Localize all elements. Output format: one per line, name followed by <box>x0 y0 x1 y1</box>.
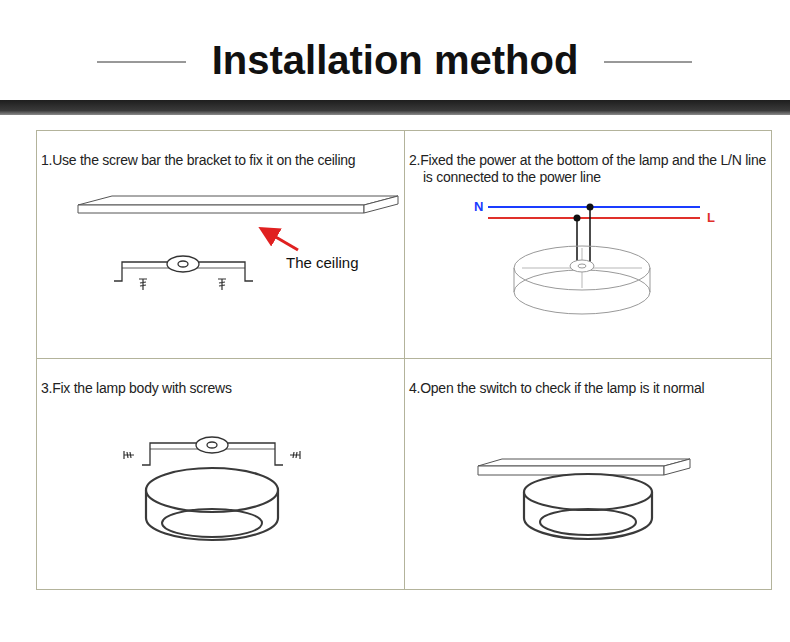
screw <box>124 451 300 459</box>
power-line <box>488 206 700 208</box>
lamp-wireframe <box>514 268 515 292</box>
title-rule <box>604 62 692 63</box>
screw <box>218 279 226 290</box>
ceiling-slab <box>478 459 690 475</box>
lamp-wireframe <box>578 264 586 268</box>
title-rule <box>97 62 186 63</box>
step-text: 1.Use the screw bar the bracket to fix i… <box>37 131 404 169</box>
screw <box>139 279 226 290</box>
ceiling-slab <box>664 459 690 475</box>
bracket <box>196 437 228 453</box>
step-panel: 4.Open the switch to check if the lamp i… <box>404 358 772 590</box>
wire-name: L <box>707 210 715 225</box>
screw <box>139 279 147 290</box>
lamp-wireframe <box>514 246 650 314</box>
bracket <box>142 437 283 465</box>
ceiling-slab <box>364 196 398 213</box>
header-bar <box>0 100 790 115</box>
bracket <box>167 256 199 272</box>
screw <box>124 451 134 459</box>
lamp-wireframe <box>570 260 594 272</box>
step-text: 2.Fixed the power at the bottom of the l… <box>405 131 771 186</box>
ceiling-slab <box>78 196 398 213</box>
callout-label: The ceiling <box>286 254 359 271</box>
lamp-body <box>524 474 652 539</box>
lamp-wireframe <box>650 268 651 292</box>
pointer-arrow <box>262 229 298 250</box>
wire-name: N <box>474 199 483 214</box>
ceiling-slab <box>78 205 364 213</box>
power-line <box>589 207 591 262</box>
lamp-body <box>146 468 278 540</box>
bracket <box>114 256 253 281</box>
power-line <box>488 204 700 263</box>
lamp-body <box>540 509 636 535</box>
bracket <box>178 261 188 267</box>
ceiling-slab <box>478 459 690 466</box>
step-panel: 3.Fix the lamp body with screws <box>36 358 405 590</box>
step-text: 3.Fix the lamp body with screws <box>37 359 404 397</box>
pointer-arrow <box>262 229 298 250</box>
step-panel: 1.Use the screw bar the bracket to fix i… <box>36 130 405 359</box>
step-text: 4.Open the switch to check if the lamp i… <box>405 359 771 397</box>
page-title: Installation method <box>0 38 790 83</box>
power-line <box>488 217 700 219</box>
lamp-body <box>162 509 262 537</box>
power-line <box>576 218 578 262</box>
step-panel: 2.Fixed the power at the bottom of the l… <box>404 130 772 359</box>
lamp-body <box>524 474 652 510</box>
lamp-body <box>146 468 278 512</box>
ceiling-slab <box>78 196 398 205</box>
bracket <box>207 442 217 448</box>
lamp-wireframe <box>514 246 650 290</box>
header-bar <box>0 100 790 115</box>
screw <box>290 451 300 459</box>
